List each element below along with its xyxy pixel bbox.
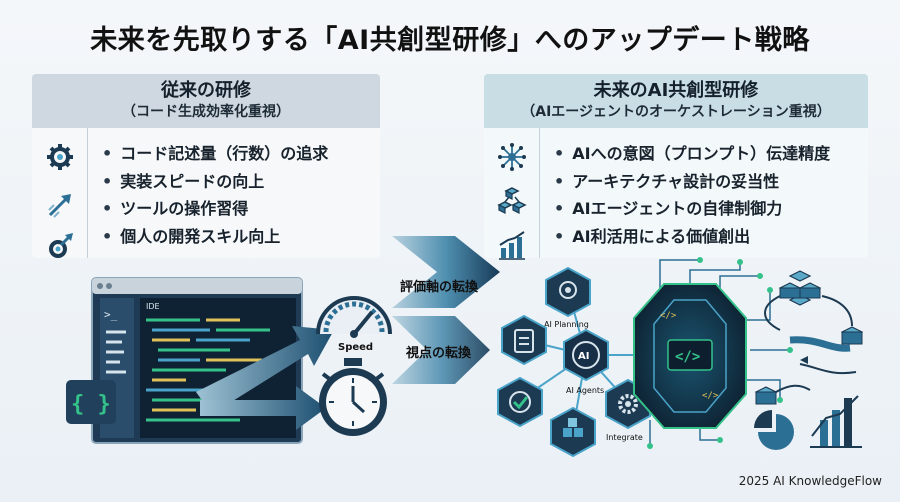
pie-chart-icon [754, 410, 794, 450]
svg-text:</>: </> [702, 391, 719, 401]
hex-links [519, 289, 650, 431]
bar-chart-illustration [810, 395, 862, 448]
hex-blocks [550, 406, 596, 458]
gear-arrow-icon [49, 233, 73, 258]
perspective-shift-label: 視点の転換 [406, 346, 472, 361]
cube-flow-diagram [754, 270, 864, 405]
hex-check [497, 376, 543, 428]
list-item: コード記述量（行数）の追求 [102, 140, 328, 168]
list-item: アーキテクチャ設計の妥当性 [554, 168, 830, 196]
hex-clipboard [501, 314, 547, 366]
evaluation-shift-label: 評価軸の転換 [400, 280, 479, 295]
integrate-label: Integrate [606, 433, 643, 442]
ide-window [91, 277, 303, 444]
traditional-panel-header: 従来の研修 （コード生成効率化重視） [32, 74, 380, 128]
gear-icon [47, 144, 73, 170]
traditional-training-panel: 従来の研修 （コード生成効率化重視） [32, 74, 380, 258]
list-item: ツールの操作習得 [102, 195, 328, 223]
future-icon-column [484, 128, 540, 260]
traditional-list: コード記述量（行数）の追求 実装スピードの向上 ツールの操作習得 個人の開発スキ… [102, 140, 328, 250]
network-hub-icon [498, 143, 526, 171]
code-lines [106, 318, 270, 422]
speed-arrow-lower [200, 386, 326, 430]
speedometer-icon: Speed [316, 296, 392, 353]
code-brace-icon [66, 380, 116, 424]
cube-structure-icon [497, 187, 527, 214]
future-training-panel: 未来のAI共創型研修 （AIエージェントのオーケストレーション重視） [484, 74, 868, 260]
list-item: 実装スピードの向上 [102, 168, 328, 196]
credit-text: 2025 AI KnowledgeFlow [738, 474, 882, 488]
list-item: AIエージェントの自律制御力 [554, 195, 830, 223]
traditional-subheading: （コード生成効率化重視） [122, 104, 290, 120]
future-list: AIへの意図（プロンプト）伝達精度 アーキテクチャ設計の妥当性 AIエージェント… [554, 140, 830, 250]
traditional-icon-column [32, 128, 88, 258]
list-item: AIへの意図（プロンプト）伝達精度 [554, 140, 830, 168]
list-item: AI利活用による価値創出 [554, 223, 830, 251]
hex-integrate: Integrate [605, 378, 651, 442]
traditional-panel-body: コード記述量（行数）の追求 実装スピードの向上 ツールの操作習得 個人の開発スキ… [32, 128, 380, 258]
terminal-prompt-icon: >_ [104, 308, 118, 321]
upward-arrow-icon [48, 194, 71, 218]
code-core-icon: </> </> </> [633, 283, 747, 429]
hex-planning: AI Planning [544, 266, 591, 329]
stopwatch-icon [319, 358, 387, 436]
page-title: 未来を先取りする「AI共創型研修」へのアップデート戦略 [90, 25, 810, 56]
future-panel-body: AIへの意図（プロンプト）伝達精度 アーキテクチャ設計の妥当性 AIエージェント… [484, 128, 868, 260]
speed-label: Speed [338, 342, 373, 353]
svg-text:{ }: { } [71, 392, 111, 417]
ai-planning-label: AI Planning [544, 320, 589, 329]
ai-agents-label: AI Agents [566, 386, 604, 395]
speed-arrow-upper [196, 326, 334, 414]
bar-chart-icon [499, 231, 525, 260]
svg-text:</>: </> [660, 311, 677, 321]
circuit-lines [649, 259, 790, 446]
future-subheading: （AIエージェントのオーケストレーション重視） [521, 104, 831, 120]
hex-ai-core: AI AI Agents [563, 328, 609, 395]
traditional-heading: 従来の研修 [161, 80, 251, 101]
future-panel-header: 未来のAI共創型研修 （AIエージェントのオーケストレーション重視） [484, 74, 868, 128]
future-heading: 未来のAI共創型研修 [593, 80, 759, 101]
ai-label: AI [578, 351, 589, 362]
svg-text:</>: </> [675, 349, 700, 365]
list-item: 個人の開発スキル向上 [102, 223, 328, 251]
ide-label: IDE [146, 302, 160, 311]
circuit-nodes [647, 257, 793, 449]
